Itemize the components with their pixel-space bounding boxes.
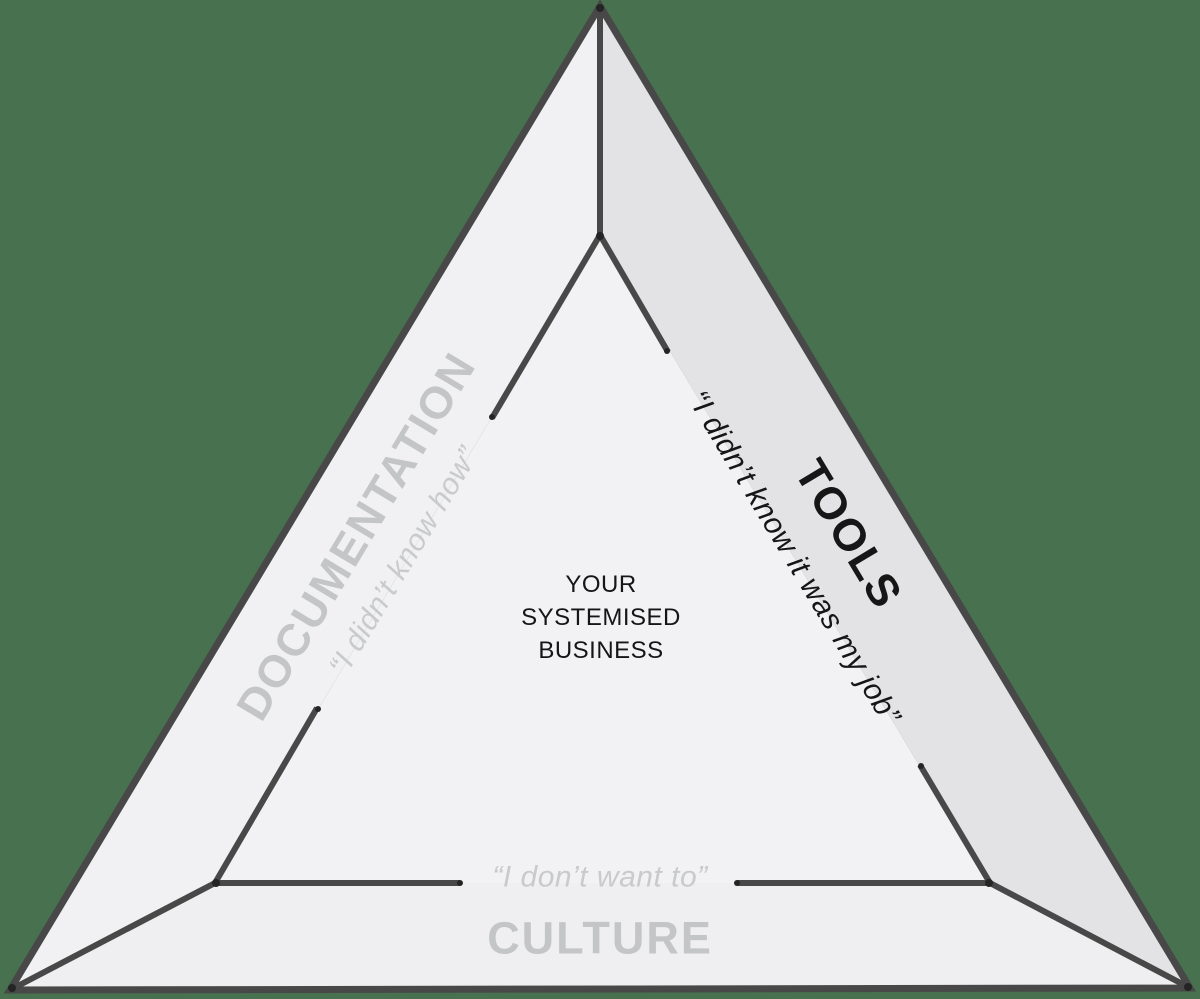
bottom-right-vertex-dot — [1184, 983, 1192, 991]
bottom-right-connector-line — [988, 880, 1192, 991]
vertex-dots — [8, 4, 1192, 992]
culture-quote: “I don’t want to” — [492, 861, 709, 894]
culture-label: CULTURE — [487, 913, 713, 964]
right-edge-gap-top-dot — [664, 348, 670, 354]
right-edge-gap-bottom-dot — [918, 763, 924, 769]
inner-bottom-left-vertex-dot — [212, 879, 220, 887]
center-title-line-3: BUSINESS — [538, 637, 663, 664]
left-edge-gap-top-dot — [489, 414, 495, 420]
center-title: YOUR SYSTEMISED BUSINESS — [521, 571, 681, 664]
inner-apex-vertex-dot — [596, 232, 604, 240]
left-edge-gap-bottom-dot — [315, 706, 321, 712]
bottom-face — [10, 883, 1190, 990]
center-title-line-1: YOUR — [565, 571, 636, 598]
inner-left-edge-top-segment — [489, 233, 603, 420]
inner-right-edge-bottom-segment — [917, 763, 993, 885]
bottom-left-vertex-dot — [8, 984, 16, 992]
inner-triangle — [215, 235, 990, 883]
inner-right-edge-top-segment — [597, 233, 671, 354]
center-title-line-2: SYSTEMISED — [521, 604, 681, 631]
apex-vertex-dot — [596, 4, 604, 12]
inner-bottom-right-vertex-dot — [985, 879, 993, 887]
bottom-edge-gap-left-dot — [457, 880, 463, 886]
bottom-edge-gap-right-dot — [734, 880, 740, 886]
outer-triangle-border — [3, 0, 1197, 994]
inner-left-edge-bottom-segment — [212, 706, 320, 885]
bottom-left-connector-line — [8, 880, 217, 993]
diagram-lines — [3, 0, 1197, 994]
